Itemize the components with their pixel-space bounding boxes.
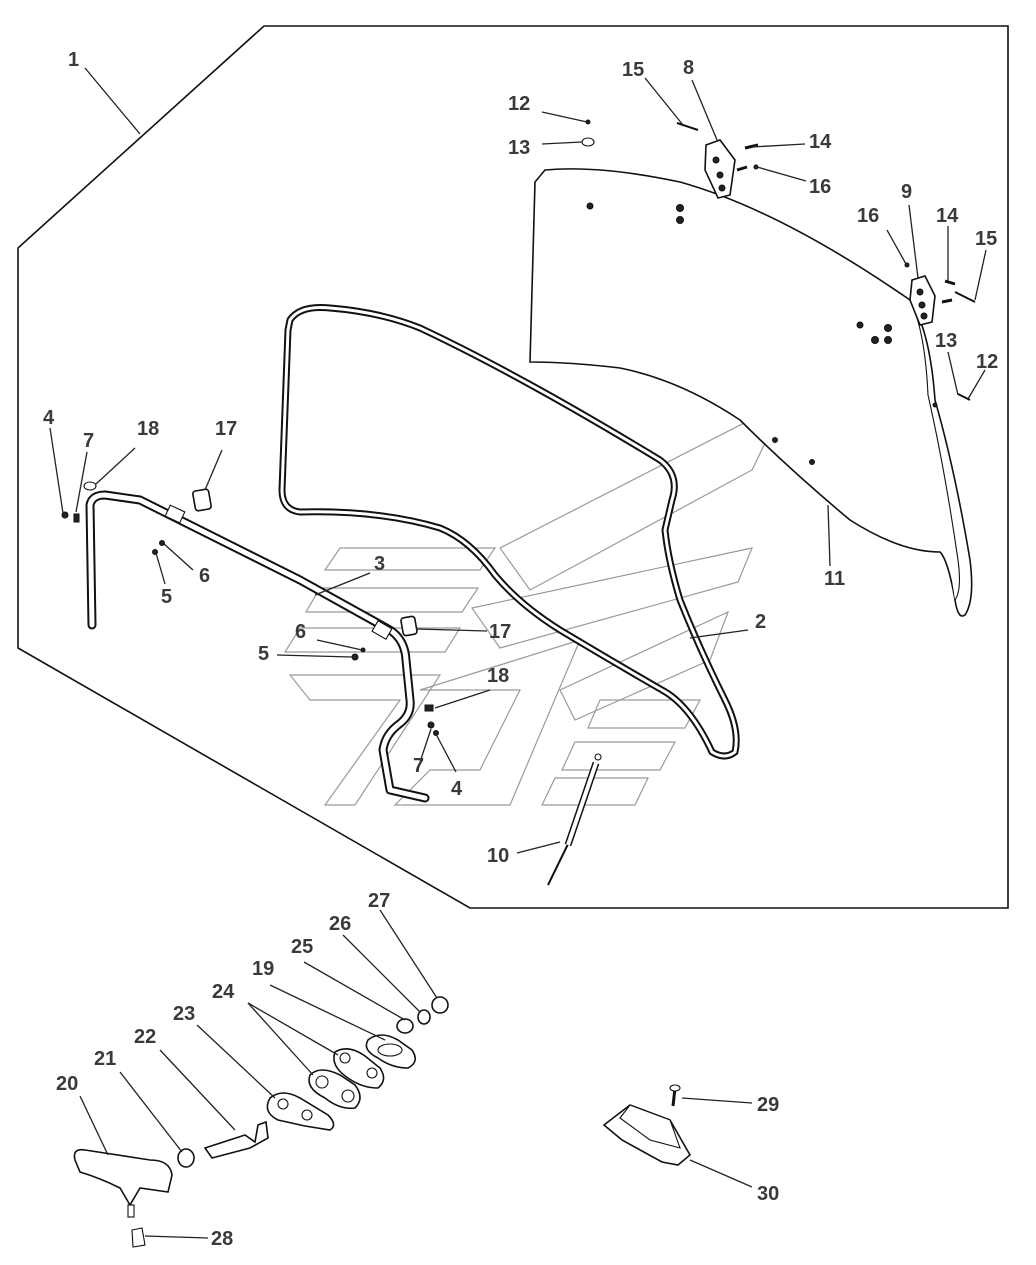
callout-16: 16 — [857, 205, 879, 227]
callout-5: 5 — [161, 586, 172, 608]
callout-5: 5 — [258, 643, 269, 665]
callout-15: 15 — [975, 228, 997, 250]
callout-22: 22 — [134, 1026, 156, 1048]
callout-4: 4 — [451, 778, 463, 800]
callout-28: 28 — [211, 1228, 233, 1250]
callout-3: 3 — [374, 553, 385, 575]
callout-18: 18 — [137, 418, 159, 440]
callout-2: 2 — [755, 611, 766, 633]
callout-9: 9 — [901, 181, 912, 203]
handle-assembly — [73, 996, 449, 1248]
callout-10: 10 — [487, 845, 509, 867]
callout-19: 19 — [252, 958, 274, 980]
callout-27: 27 — [368, 890, 390, 912]
callout-6: 6 — [199, 565, 210, 587]
callout-26: 26 — [329, 913, 351, 935]
hinge-left — [704, 139, 736, 199]
callout-15: 15 — [622, 59, 644, 81]
hinge-right — [909, 275, 936, 326]
callout-20: 20 — [56, 1073, 78, 1095]
callout-14: 14 — [936, 205, 959, 227]
latch-assembly — [602, 1084, 692, 1166]
hood-seal — [278, 304, 740, 760]
gas-strut — [547, 753, 602, 886]
callout-24: 24 — [212, 981, 235, 1003]
callout-1: 1 — [68, 49, 79, 71]
callout-13: 13 — [935, 330, 957, 352]
callout-17: 17 — [215, 418, 237, 440]
callout-18: 18 — [487, 665, 509, 687]
callout-7: 7 — [413, 755, 424, 777]
callout-16: 16 — [809, 176, 831, 198]
callout-17: 17 — [489, 621, 511, 643]
callout-23: 23 — [173, 1003, 195, 1025]
callout-11: 11 — [824, 568, 845, 590]
leader-lines — [49, 67, 987, 1239]
callout-12: 12 — [508, 93, 530, 115]
callout-29: 29 — [757, 1094, 779, 1116]
callout-6: 6 — [295, 621, 306, 643]
callout-8: 8 — [683, 57, 694, 79]
assembly-outline — [17, 25, 1009, 909]
hood-panel — [529, 168, 973, 617]
callout-14: 14 — [809, 131, 832, 153]
callout-25: 25 — [291, 936, 313, 958]
support-rod — [85, 490, 430, 803]
callout-13: 13 — [508, 137, 530, 159]
callout-30: 30 — [757, 1183, 779, 1205]
callout-21: 21 — [94, 1048, 116, 1070]
callout-12: 12 — [976, 351, 998, 373]
callout-7: 7 — [83, 430, 94, 452]
hardware-pins — [61, 119, 976, 736]
callout-labels: 1 2 3 4 4 5 5 6 6 7 7 8 9 10 11 12 12 13… — [43, 49, 998, 1250]
callout-4: 4 — [43, 407, 55, 429]
